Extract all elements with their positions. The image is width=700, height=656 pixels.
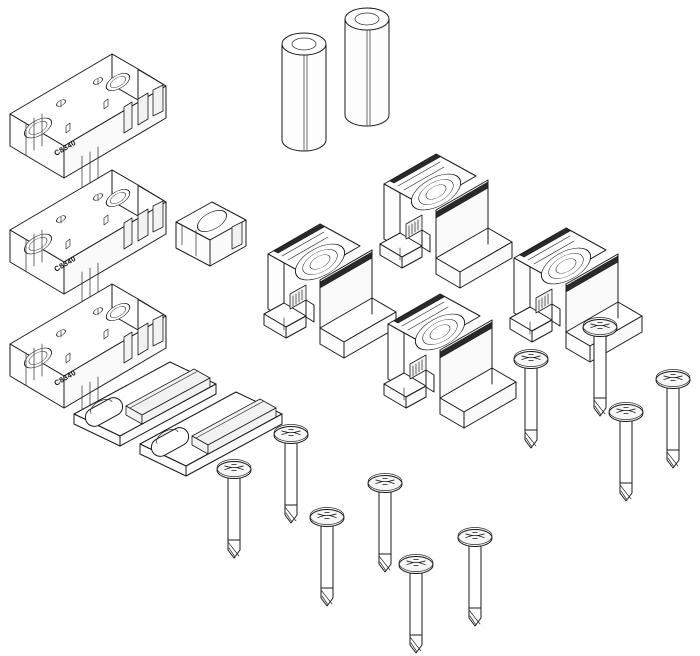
- rail-clamp-1[interactable]: [379, 153, 513, 289]
- screw-5[interactable]: [398, 553, 434, 654]
- spacer-short[interactable]: [281, 32, 327, 152]
- mounting-block-group: C8340 C8340 C8340: [9, 53, 167, 419]
- rail-clamp-3[interactable]: [509, 227, 643, 363]
- rail-clamp-4[interactable]: [383, 293, 517, 429]
- spacer-tall[interactable]: [344, 7, 390, 127]
- screw-6[interactable]: [457, 526, 493, 627]
- mounting-block-3[interactable]: C8340: [9, 283, 167, 419]
- screw-2[interactable]: [273, 423, 309, 524]
- mounting-block-2[interactable]: C8340: [9, 169, 167, 305]
- screw-4[interactable]: [367, 472, 403, 573]
- screw-7[interactable]: [513, 348, 549, 449]
- screw-10[interactable]: [655, 368, 691, 469]
- saddle-clamp[interactable]: [175, 201, 247, 267]
- screw-3[interactable]: [309, 506, 345, 607]
- rail-clamp-group: [263, 153, 643, 429]
- screw-1[interactable]: [216, 458, 252, 559]
- screw-8[interactable]: [582, 316, 618, 417]
- mounting-block-1[interactable]: C8340: [9, 53, 167, 189]
- screw-9[interactable]: [608, 401, 644, 502]
- rail-clamp-2[interactable]: [263, 223, 397, 359]
- spacer-group: [281, 7, 390, 152]
